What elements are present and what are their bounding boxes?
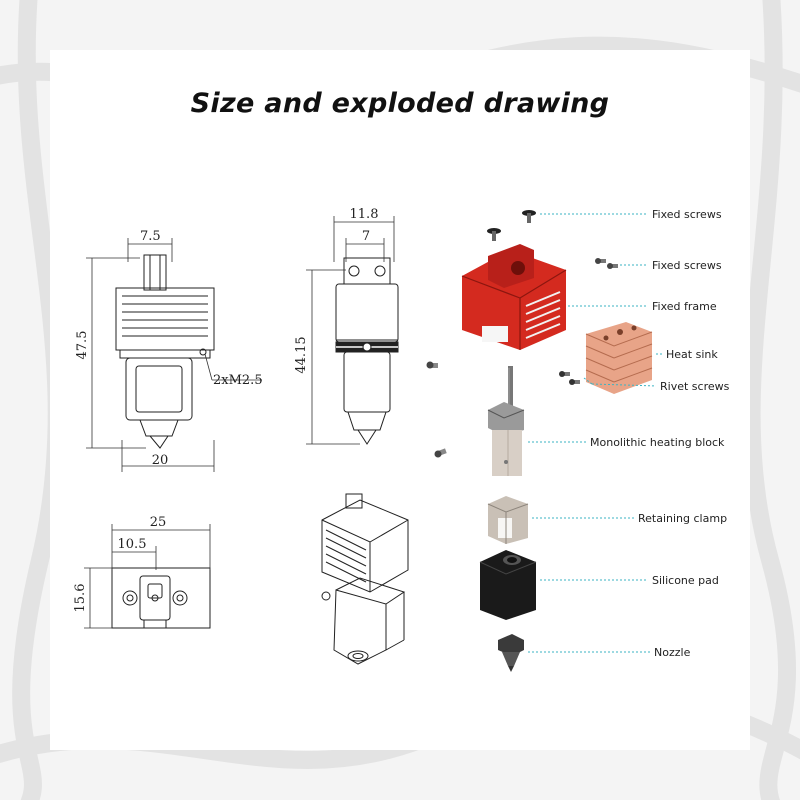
part-labels: Fixed screws Fixed screws Fixed frame He… (590, 208, 730, 659)
isometric-view-drawing (321, 493, 409, 665)
silicone-pad (479, 550, 537, 620)
label-nozzle: Nozzle (654, 646, 691, 659)
page-title: Size and exploded drawing (190, 88, 610, 119)
label-fixed-frame: Fixed frame (652, 300, 717, 313)
dim-bottom-inner-width: 10.5 (118, 537, 147, 552)
front-view-drawing (115, 254, 215, 449)
dim-bottom-height: 15.6 (73, 584, 88, 613)
side-view-drawing (335, 257, 399, 445)
bottom-view-drawing (111, 567, 211, 629)
fixed-screw-3 (595, 258, 618, 269)
label-retaining-clamp: Retaining clamp (638, 512, 727, 525)
dim-front-height: 47.5 (75, 331, 90, 360)
retaining-clamp (487, 496, 529, 544)
side-screw-1 (426, 361, 438, 369)
rivet-screws (559, 371, 580, 385)
label-heat-sink: Heat sink (666, 348, 718, 361)
dim-bottom-width: 25 (150, 515, 167, 530)
dim-side-top-width: 11.8 (350, 207, 379, 222)
side-screw-2 (434, 448, 447, 458)
label-fixed-screws-1: Fixed screws (652, 208, 722, 221)
front-heatsink-fins (122, 295, 208, 337)
dim-side-height: 44.15 (294, 336, 309, 373)
label-silicone-pad: Silicone pad (652, 574, 719, 587)
side-dimension-lines (306, 216, 395, 445)
fixed-screw-2 (487, 228, 501, 241)
fixed-frame (461, 244, 567, 350)
front-dimension-lines (86, 238, 262, 472)
label-monolithic-heating-block: Monolithic heating block (590, 436, 725, 449)
monolithic-heating-block (487, 366, 525, 476)
heat-sink (585, 322, 653, 394)
dim-front-width: 20 (152, 453, 169, 468)
nozzle (498, 634, 524, 672)
leader-lines (528, 213, 662, 653)
label-rivet-screws: Rivet screws (660, 380, 730, 393)
label-fixed-screws-2: Fixed screws (652, 259, 722, 272)
bottom-dimension-lines (84, 524, 211, 629)
dim-side-inner-width: 7 (362, 229, 370, 244)
dim-front-screw: 2xM2.5 (213, 373, 263, 388)
fixed-screw-1 (522, 210, 536, 223)
dim-front-top-width: 7.5 (140, 229, 161, 244)
